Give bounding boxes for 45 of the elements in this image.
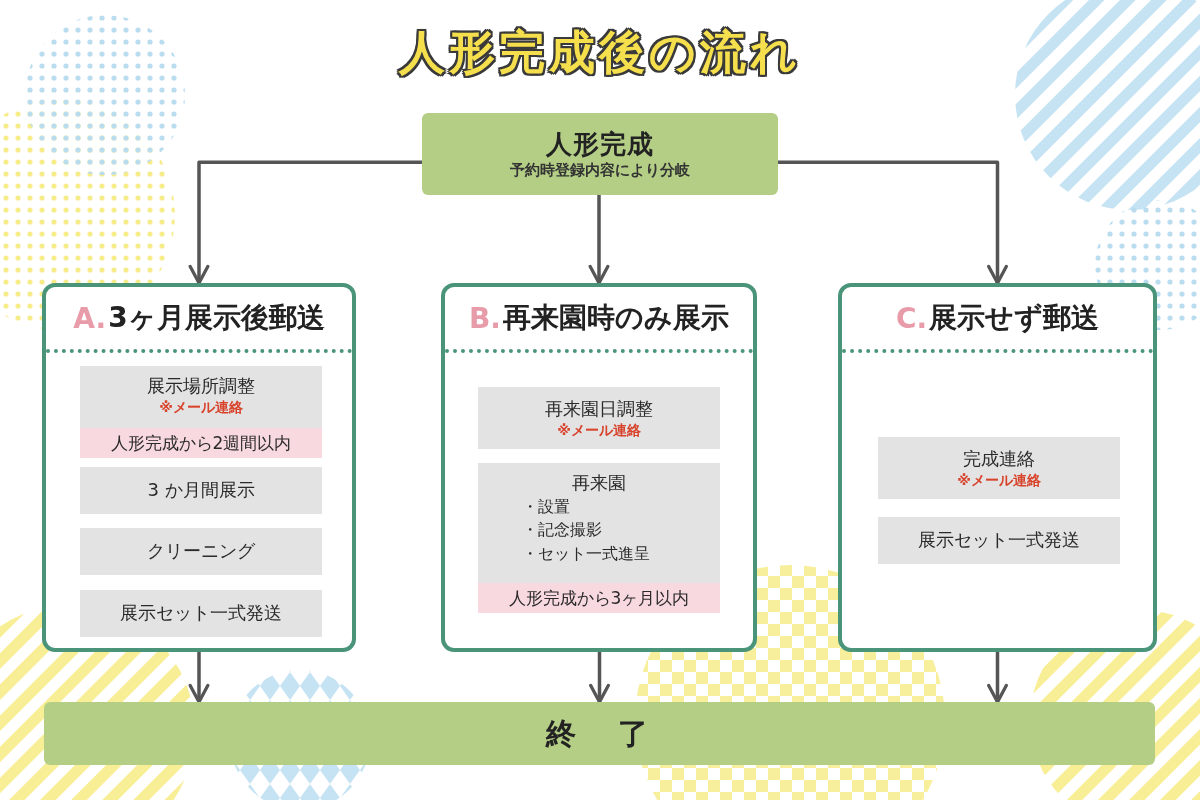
step-label: 展示セット一式発送 — [120, 601, 282, 626]
page-title: 人形完成後の流れ — [397, 24, 802, 81]
step-label: 展示セット一式発送 — [918, 528, 1080, 553]
bullet-item: ・記念撮影 — [522, 519, 602, 542]
panel-letter: A. — [73, 301, 107, 335]
step-box — [878, 437, 1120, 499]
arrow — [589, 650, 610, 704]
step-box — [80, 366, 322, 458]
step-label: 完成連絡 — [963, 446, 1035, 471]
branch-panel — [838, 283, 1157, 652]
step-box — [80, 528, 322, 575]
panel-letter: C. — [895, 301, 928, 335]
end-label: 終 了 — [545, 714, 654, 753]
step-label: 再来園日調整 — [545, 396, 653, 421]
mail-note: ※メール連絡 — [159, 398, 243, 417]
bullet-item: ・設置 — [522, 496, 570, 519]
step-box — [478, 387, 720, 449]
arrow — [776, 160, 1008, 285]
step-label: 再来園 — [572, 471, 626, 495]
step-label: 展示場所調整 — [147, 374, 255, 398]
bullet-item: ・セット一式進呈 — [522, 542, 650, 565]
branch-panel — [441, 283, 757, 652]
panel-title: 3ヶ月展示後郵送 — [108, 300, 325, 336]
arrow — [588, 193, 610, 285]
panel-letter: B. — [469, 301, 501, 335]
step-box — [80, 467, 322, 514]
panel-title: 再来園時のみ展示 — [503, 300, 729, 336]
arrow — [987, 650, 1008, 704]
step-box — [80, 590, 322, 637]
step-box — [878, 517, 1120, 564]
step-label: クリーニング — [147, 539, 255, 564]
mail-note: ※メール連絡 — [557, 421, 641, 440]
step-label: 3 か月間展示 — [147, 478, 255, 503]
deadline-band: 人形完成から3ヶ月以内 — [478, 583, 720, 613]
start-box — [422, 113, 778, 195]
arrow — [188, 160, 424, 285]
mail-note: ※メール連絡 — [957, 471, 1041, 490]
deadline-band: 人形完成から2週間以内 — [80, 428, 322, 458]
arrow — [188, 650, 210, 704]
panel-title: 展示せず郵送 — [929, 300, 1100, 336]
end-bar — [44, 702, 1155, 765]
step-box — [478, 463, 720, 613]
start-subtitle: 予約時登録内容により分岐 — [510, 160, 690, 180]
branch-panel — [42, 283, 356, 652]
start-heading: 人形完成 — [546, 128, 654, 161]
